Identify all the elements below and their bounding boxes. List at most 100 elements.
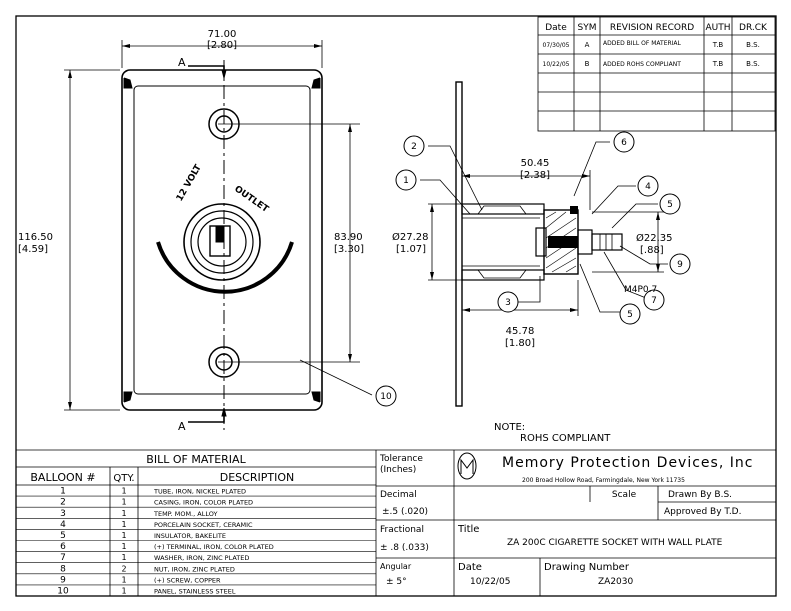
revision-table xyxy=(537,16,776,132)
rev-row-2-drck: B.S. xyxy=(746,60,760,68)
terminal-screw xyxy=(591,233,623,251)
bom-qty: 1 xyxy=(121,487,126,496)
bom-description: PANEL, STAINLESS STEEL xyxy=(154,588,236,596)
bom-balloon: 1 xyxy=(60,487,66,497)
side-view xyxy=(455,81,623,407)
front-view-arrows xyxy=(68,44,352,410)
width-dim-in: [2.80] xyxy=(207,40,237,51)
leader-10 xyxy=(299,359,373,396)
bom-balloon: 5 xyxy=(60,531,66,541)
company-name: Memory Protection Devices, Inc xyxy=(502,455,753,471)
wall-plate-inner xyxy=(133,85,311,395)
balloon-4: 4 xyxy=(645,182,651,192)
bom-balloon: 4 xyxy=(60,520,66,530)
section-label-bottom: A xyxy=(178,420,186,433)
bom-description: (+) TERMINAL, IRON, COLOR PLATED xyxy=(154,543,274,551)
drawing-number-label: Drawing Number xyxy=(544,562,630,573)
bom-balloon: 8 xyxy=(60,564,66,574)
bom-description: PORCELAIN SOCKET, CERAMIC xyxy=(154,521,253,529)
section-arrow-bottom xyxy=(221,407,227,417)
length-dim-in: [2.38] xyxy=(520,170,550,181)
bom-balloon: 7 xyxy=(60,553,66,563)
bom-qty: 1 xyxy=(121,520,126,529)
length-dim-mm: 50.45 xyxy=(521,158,550,169)
bom-description: TEMP. MOM., ALLOY xyxy=(153,510,217,518)
company-logo xyxy=(457,452,477,480)
bom-table xyxy=(16,449,776,596)
rear-dia-mm: Ø22.35 xyxy=(636,232,673,244)
rev-row-1-auth: T.B xyxy=(712,41,724,49)
balloons xyxy=(375,131,691,407)
rev-header-drck: DR.CK xyxy=(739,23,768,33)
rev-row-1-drck: B.S. xyxy=(746,41,760,49)
bom-description: WASHER, IRON, ZINC PLATED xyxy=(154,554,249,562)
side-view-dimensions xyxy=(420,141,668,316)
fractional-value: ± .8 (.033) xyxy=(380,543,429,553)
rev-row-2-auth: T.B xyxy=(712,60,724,68)
title-block xyxy=(454,485,776,596)
front-view xyxy=(64,40,373,430)
scale-label: Scale xyxy=(612,490,637,500)
hole-spacing-dim-in: [3.30] xyxy=(334,244,364,255)
width-dim-mm: 71.00 xyxy=(208,29,237,40)
note-text: ROHS COMPLIANT xyxy=(520,433,611,444)
angular-label: Angular xyxy=(380,562,412,571)
casing-bottom xyxy=(461,269,545,281)
balloon-3: 3 xyxy=(505,298,511,308)
rev-header-auth: AUTH xyxy=(705,23,730,33)
balloon-1: 1 xyxy=(403,176,409,186)
hole-spacing-dim-mm: 83.90 xyxy=(334,232,363,243)
sheet-border xyxy=(15,15,777,597)
balloon-5b: 5 xyxy=(627,310,633,320)
decimal-label: Decimal xyxy=(380,490,417,500)
tolerance-units: (Inches) xyxy=(380,465,416,475)
bom-header-balloon: BALLOON # xyxy=(30,471,95,484)
bom-description: (+) SCREW, COPPER xyxy=(154,576,221,584)
balloon-7: 7 xyxy=(651,296,657,306)
socket-arc xyxy=(156,241,294,294)
drawing-title: ZA 200C CIGARETTE SOCKET WITH WALL PLATE xyxy=(507,538,723,548)
date-value: 10/22/05 xyxy=(470,577,510,587)
rev-header-record: REVISION RECORD xyxy=(610,23,694,33)
approved-by: Approved By T.D. xyxy=(664,507,741,517)
section-label-top: A xyxy=(178,56,186,69)
decimal-value: ±.5 (.020) xyxy=(382,507,428,517)
bom-qty: 1 xyxy=(121,553,126,562)
drawing-number: ZA2030 xyxy=(598,577,634,587)
rev-row-2-date: 10/22/05 xyxy=(543,61,570,68)
bom-description: CASING, IRON, COLOR PLATED xyxy=(154,499,253,507)
bom-balloon: 6 xyxy=(60,542,66,552)
socket-face xyxy=(183,203,261,281)
drawn-by: Drawn By B.S. xyxy=(668,490,732,500)
rev-header-date: Date xyxy=(545,23,567,33)
bom-qty: 1 xyxy=(121,509,126,518)
bom-qty: 2 xyxy=(121,564,126,573)
title-label: Title xyxy=(457,524,479,535)
balloon-6: 6 xyxy=(621,138,627,148)
thread-callout: M4P0.7 xyxy=(624,285,657,295)
bom-balloon: 10 xyxy=(57,587,69,597)
bom-description: INSULATOR, BAKELITE xyxy=(154,532,226,540)
side-view-arrows xyxy=(430,174,660,312)
bom-qty: 1 xyxy=(121,575,126,584)
note-label: NOTE: xyxy=(494,422,525,433)
rev-row-2-record: ADDED ROHS COMPLIANT xyxy=(603,61,681,68)
casing-top xyxy=(461,203,545,215)
fractional-label: Fractional xyxy=(380,525,424,535)
rev-row-1-date: 07/30/05 xyxy=(543,42,570,49)
bom-qty: 1 xyxy=(121,542,126,551)
section-line-top xyxy=(188,65,225,72)
tolerance-header: Tolerance xyxy=(379,454,423,464)
side-view-solids xyxy=(548,206,578,248)
bom-header-description: DESCRIPTION xyxy=(220,471,294,484)
angular-value: ± 5° xyxy=(386,577,407,587)
balloon-2: 2 xyxy=(411,142,417,152)
bom-title: BILL OF MATERIAL xyxy=(146,453,246,466)
plate-bevels xyxy=(123,77,321,403)
insulator xyxy=(577,229,593,255)
balloon-labels: 2 1 3 6 4 5 9 7 5 10 xyxy=(380,138,683,402)
rev-row-2-sym: B xyxy=(585,60,590,68)
bom-qty: 1 xyxy=(121,587,126,596)
